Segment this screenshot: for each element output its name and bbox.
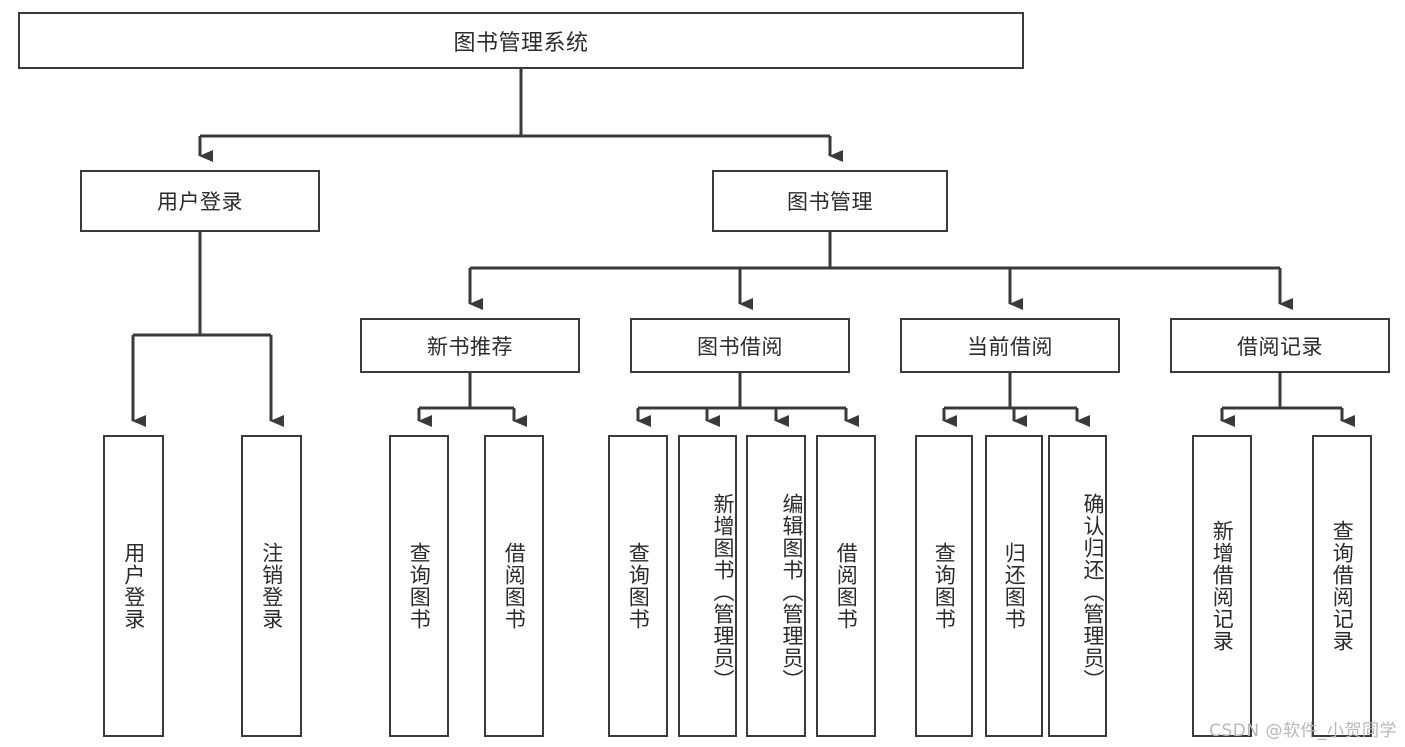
- leaf-add-book-admin[interactable]: 新增图书（管理员）: [678, 435, 737, 737]
- leaf-user-login-label: 用户登录: [121, 542, 146, 630]
- leaf-return-book-label: 归还图书: [1002, 542, 1027, 630]
- node-new-book-recommend[interactable]: 新书推荐: [360, 318, 580, 373]
- leaf-add-borrow-record[interactable]: 新增借阅记录: [1192, 435, 1252, 737]
- node-root[interactable]: 图书管理系统: [18, 12, 1024, 69]
- node-current-borrow[interactable]: 当前借阅: [900, 318, 1120, 373]
- leaf-user-logout[interactable]: 注销登录: [241, 435, 302, 737]
- leaf-query-book-borrow-label: 查询图书: [626, 542, 651, 630]
- leaf-add-borrow-record-label: 新增借阅记录: [1210, 520, 1235, 652]
- leaf-query-borrow-record[interactable]: 查询借阅记录: [1312, 435, 1372, 737]
- node-borrow-record-label: 借阅记录: [1237, 334, 1323, 359]
- leaf-return-book[interactable]: 归还图书: [985, 435, 1043, 737]
- leaf-confirm-return-admin[interactable]: 确认归还（管理员）: [1048, 435, 1107, 737]
- node-book-borrow[interactable]: 图书借阅: [630, 318, 850, 373]
- leaf-query-book-new[interactable]: 查询图书: [389, 435, 449, 737]
- leaf-query-book-current-label: 查询图书: [932, 542, 957, 630]
- leaf-query-borrow-record-label: 查询借阅记录: [1330, 520, 1355, 652]
- node-root-label: 图书管理系统: [453, 30, 589, 56]
- node-book-management-label: 图书管理: [787, 190, 873, 214]
- node-book-borrow-label: 图书借阅: [697, 334, 783, 359]
- node-user-login-label: 用户登录: [157, 190, 243, 214]
- node-user-login[interactable]: 用户登录: [80, 170, 320, 232]
- leaf-query-book-current[interactable]: 查询图书: [915, 435, 973, 737]
- node-book-management[interactable]: 图书管理: [712, 170, 948, 232]
- leaf-add-book-admin-label: 新增图书（管理员）: [711, 493, 735, 691]
- leaf-borrow-book-new-label: 借阅图书: [502, 542, 527, 630]
- node-borrow-record[interactable]: 借阅记录: [1170, 318, 1390, 373]
- leaf-borrow-book[interactable]: 借阅图书: [816, 435, 876, 737]
- leaf-query-book-new-label: 查询图书: [407, 542, 432, 630]
- watermark: CSDN @软件_小贺同学: [1209, 721, 1397, 741]
- node-current-borrow-label: 当前借阅: [967, 334, 1053, 359]
- leaf-borrow-book-new[interactable]: 借阅图书: [484, 435, 544, 737]
- leaf-borrow-book-label: 借阅图书: [834, 542, 859, 630]
- leaf-user-logout-label: 注销登录: [259, 542, 284, 630]
- node-new-book-recommend-label: 新书推荐: [427, 334, 513, 359]
- leaf-edit-book-admin-label: 编辑图书（管理员）: [780, 493, 804, 691]
- leaf-confirm-return-admin-label: 确认归还（管理员）: [1081, 493, 1105, 691]
- leaf-edit-book-admin[interactable]: 编辑图书（管理员）: [746, 435, 806, 737]
- leaf-query-book-borrow[interactable]: 查询图书: [608, 435, 668, 737]
- leaf-user-login[interactable]: 用户登录: [103, 435, 164, 737]
